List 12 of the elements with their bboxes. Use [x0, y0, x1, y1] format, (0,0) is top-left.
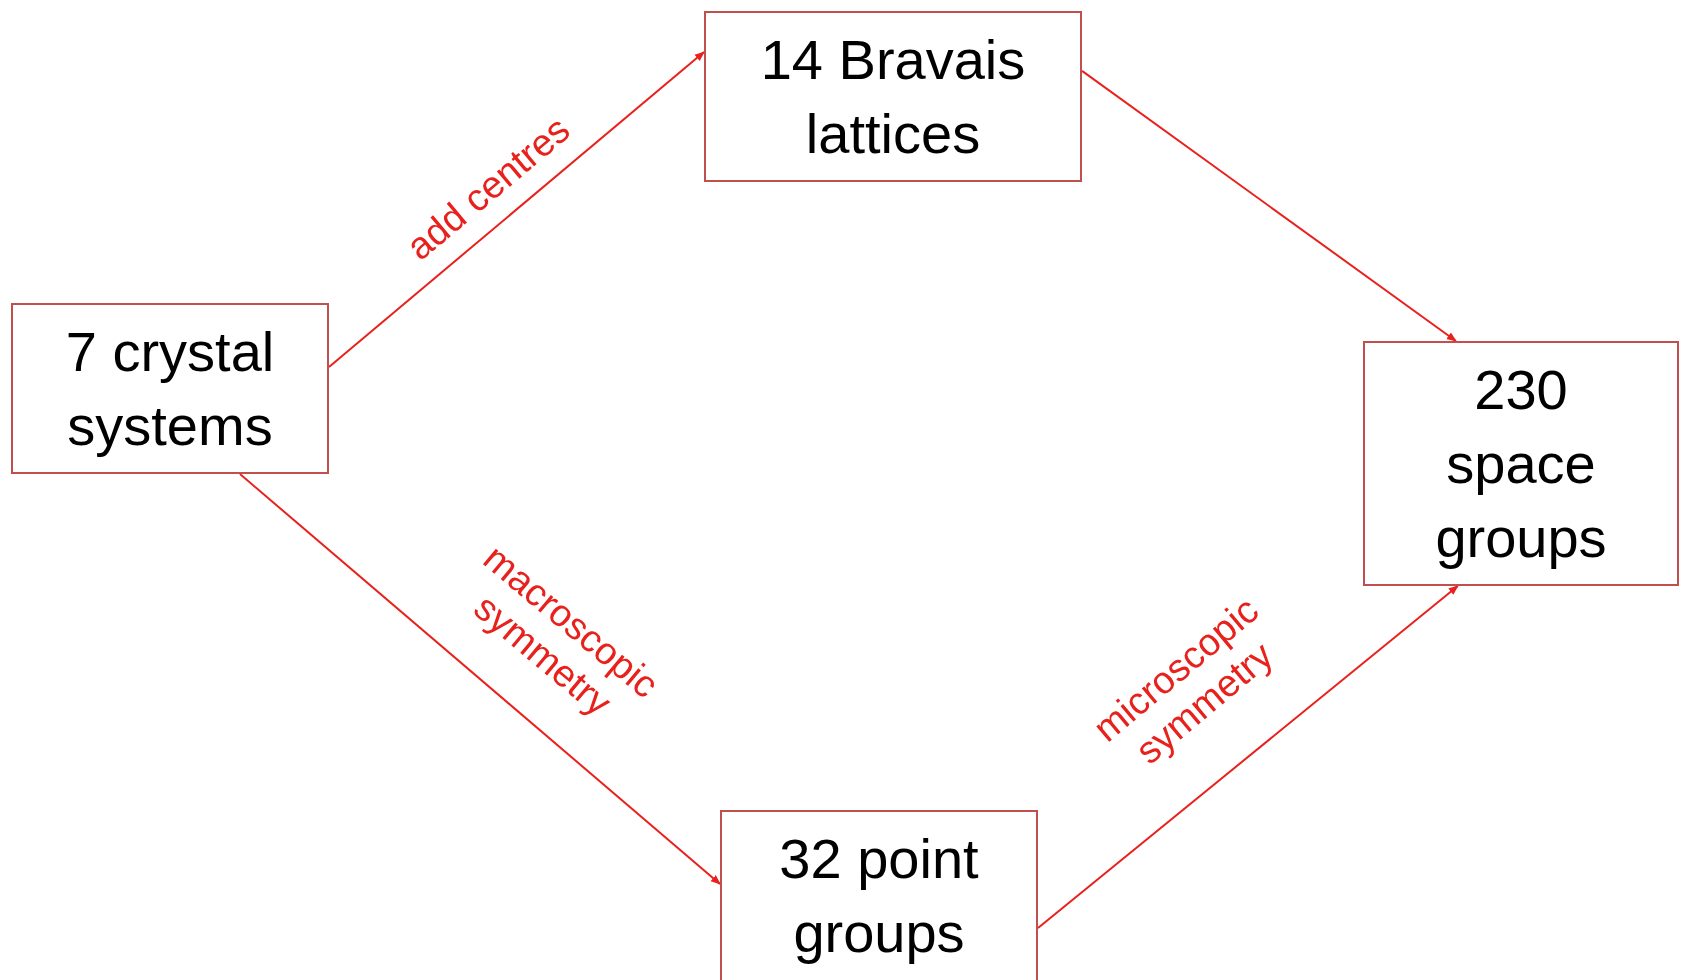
- arrow: [1037, 585, 1459, 929]
- process-box: [720, 810, 1038, 980]
- arrow: [238, 473, 721, 885]
- process-box: [704, 11, 1082, 182]
- process-box: [11, 303, 329, 474]
- node-text: 14 Bravais lattices: [759, 26, 1027, 167]
- node-text: 230 space groups: [1434, 356, 1608, 571]
- arrow: [328, 51, 705, 368]
- process-box: [1363, 341, 1679, 586]
- arrow: [1081, 69, 1457, 342]
- node-text: 7 crystal systems: [64, 318, 276, 459]
- node-text: 32 point groups: [778, 826, 980, 966]
